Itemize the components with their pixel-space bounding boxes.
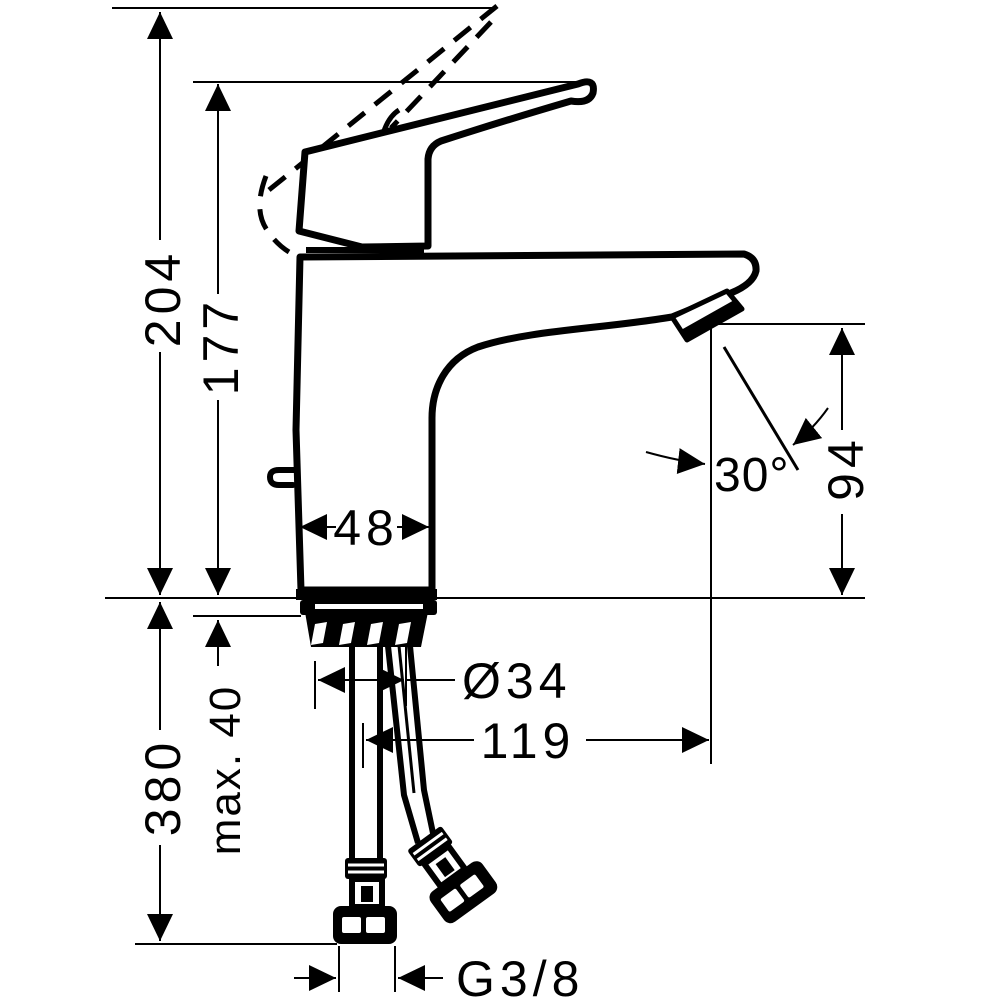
dimension-48: 48: [300, 500, 429, 556]
dim-label-48: 48: [333, 500, 399, 556]
dimension-119: 119: [366, 713, 709, 769]
handle-raised-dashed-lower: [389, 20, 493, 130]
hose-fitting-straight: [333, 858, 397, 944]
hose-fitting-angled: [408, 826, 498, 924]
clamp-slot: [339, 622, 355, 645]
shank-washer: [311, 600, 427, 613]
dim-label-dia34: Ø34: [462, 653, 572, 709]
stream-angle-line: [722, 346, 800, 471]
hose-angled-edge: [407, 645, 437, 839]
angle-leader-right: [792, 407, 829, 446]
dimension-380: 380: [135, 602, 191, 941]
dimension-94: 94: [818, 328, 874, 595]
clamp-slot: [311, 622, 327, 645]
faucet-artwork: [257, 4, 760, 944]
aerator-face: [681, 299, 742, 340]
dimension-dia34: Ø34: [318, 653, 572, 709]
dim-label-380: 380: [135, 738, 191, 836]
dim-label-max40: max. 40: [201, 685, 250, 856]
hose-angled-edge: [385, 645, 421, 844]
dim-label-g38: G3/8: [456, 951, 584, 1000]
base-plate: [296, 589, 437, 600]
dimension-177: 177: [193, 84, 249, 595]
reference-lines: [105, 7, 865, 992]
angle-leader-left: [645, 448, 706, 474]
handle-sweep-dashed-arc: [257, 175, 291, 255]
clamp-slot: [395, 622, 411, 645]
dimension-max40: max. 40: [201, 620, 250, 855]
dimension-g38: G3/8: [294, 951, 584, 1000]
clamp-slot: [367, 622, 383, 645]
dim-label-30deg: 30°: [714, 449, 790, 502]
dim-label-204: 204: [135, 249, 191, 347]
pop-up-hook: [266, 467, 300, 488]
faucet-handle: [295, 78, 597, 251]
dimension-angle-30: 30°: [645, 346, 829, 502]
dim-label-119: 119: [481, 713, 576, 769]
faucet-body: [292, 250, 760, 594]
dim-label-94: 94: [818, 435, 874, 501]
dim-label-177: 177: [193, 297, 249, 395]
dimension-204: 204: [135, 12, 191, 595]
